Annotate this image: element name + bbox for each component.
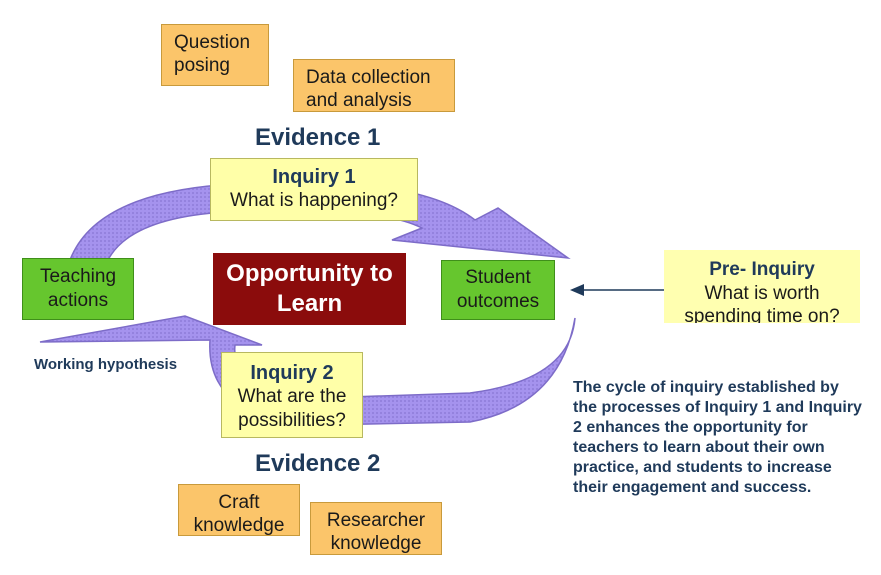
working-hypothesis-label: Working hypothesis (34, 356, 178, 373)
data-collection-note: Data collection and analysis (293, 59, 455, 112)
bottom-cycle-arrow (39, 315, 576, 426)
inquiry-1-box: Inquiry 1 What is happening? (210, 158, 418, 221)
student-outcomes-box: Student outcomes (441, 260, 555, 320)
opportunity-to-learn-box: Opportunity to Learn (213, 253, 406, 325)
teaching-actions-box: Teaching actions (22, 258, 134, 320)
connector-arrowhead (570, 284, 584, 296)
inquiry-2-question: What are the possibilities? (237, 386, 347, 431)
question-posing-note: Question posing (161, 24, 269, 86)
pre-inquiry-box: Pre- Inquiry What is worth spending time… (664, 250, 860, 323)
inquiry-2-box: Inquiry 2 What are the possibilities? (221, 352, 363, 438)
inquiry-1-title: Inquiry 1 (272, 166, 356, 188)
pre-inquiry-title: Pre- Inquiry (709, 259, 815, 280)
craft-knowledge-note: Craft knowledge (178, 484, 300, 536)
cycle-caption: The cycle of inquiry established by the … (573, 379, 862, 496)
pre-inquiry-question: What is worth spending time on? (684, 283, 840, 323)
top-cycle-arrow (68, 182, 571, 261)
inquiry-2-title: Inquiry 2 (250, 362, 334, 384)
evidence-2-heading: Evidence 2 (255, 450, 381, 477)
researcher-knowledge-note: Researcher knowledge (310, 502, 442, 555)
evidence-1-heading: Evidence 1 (255, 124, 381, 151)
inquiry-1-question: What is happening? (230, 190, 398, 211)
